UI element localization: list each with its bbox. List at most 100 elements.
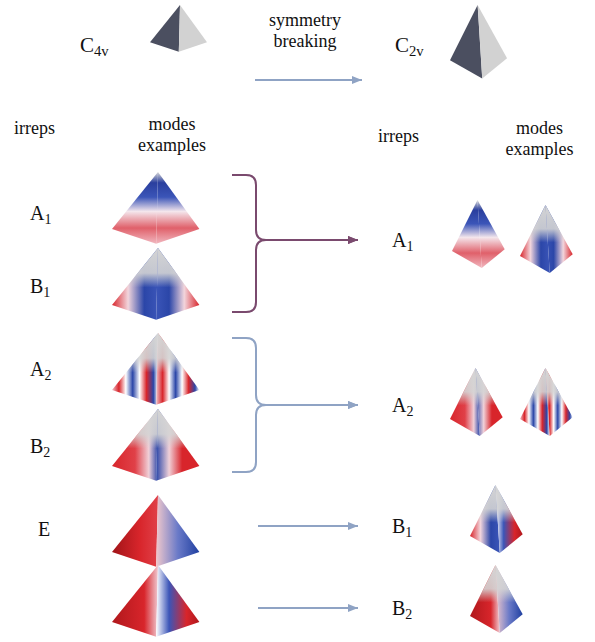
- illustration-shape: [546, 368, 573, 436]
- mode-e-first: [112, 495, 199, 567]
- irrep-node: B2: [20, 405, 232, 472]
- mode-c2v-a2-second: [520, 368, 573, 436]
- mode-c2v-b1: [470, 485, 523, 553]
- illustration-shape: [112, 409, 158, 481]
- illustration-shape: [476, 368, 503, 436]
- illustration-shape: [450, 5, 482, 79]
- irrep-node: B1: [20, 240, 232, 312]
- illustration-shape: [450, 368, 480, 436]
- irrep-node: B1: [358, 511, 418, 542]
- illustration-shape: [496, 485, 523, 553]
- subscript: 1: [43, 285, 50, 300]
- illustration-shape: [156, 333, 199, 405]
- bracket-arrow: [232, 338, 358, 405]
- symmetry-arrow: [255, 79, 362, 81]
- illustration-shape: [112, 248, 158, 320]
- subscript: 1: [406, 239, 413, 254]
- irrep-label: A2: [392, 394, 413, 417]
- irrep-label: A1: [392, 229, 413, 252]
- illustration-shape: [546, 205, 573, 273]
- illustration-shape: [156, 565, 199, 637]
- subscript: 1: [405, 525, 412, 540]
- mode-e-second: [112, 565, 199, 637]
- illustration-shape: [156, 333, 199, 405]
- illustration-shape: [520, 368, 550, 436]
- irrep-label: B1: [392, 515, 412, 538]
- illustration-shape: [496, 485, 523, 553]
- illustration-shape: [150, 5, 180, 52]
- mode-c2v-a2-first: [450, 368, 503, 436]
- irrep-label: B1: [30, 275, 50, 298]
- illustration-shape: [156, 495, 199, 567]
- illustration-shape: [452, 200, 482, 268]
- subscript: 2: [405, 607, 412, 622]
- illustration-shape: [112, 333, 158, 405]
- arrow-label: symmetry breaking: [245, 10, 365, 51]
- illustration-shape: [476, 368, 503, 436]
- illustration-shape: [112, 495, 158, 567]
- column-heading: modes examples: [122, 114, 222, 155]
- illustration-shape: [546, 368, 573, 436]
- group-label: C4v: [80, 33, 109, 57]
- mode-c2v-a1-first: [452, 200, 505, 268]
- illustration-shape: [520, 205, 550, 273]
- illustration-shape: [496, 565, 523, 633]
- column-heading: modes examples: [492, 118, 587, 159]
- illustration-shape: [112, 565, 158, 637]
- column-heading: irreps: [378, 126, 419, 147]
- bracket-arrow: [232, 175, 358, 240]
- subscript: 4v: [94, 43, 109, 59]
- illustration-shape: [156, 172, 199, 244]
- irrep-node: A2: [358, 390, 419, 421]
- bracket-arrow: [232, 405, 358, 472]
- illustration-shape: [478, 200, 505, 268]
- mode-a2: [112, 333, 199, 405]
- column-heading: irreps: [14, 118, 55, 139]
- illustration-shape: [156, 409, 199, 481]
- illustration-shape: [520, 368, 550, 436]
- c4v-pyramid-icon: [150, 5, 207, 52]
- subscript: 1: [44, 212, 51, 227]
- illustration-shape: [546, 205, 573, 273]
- illustration-shape: [179, 5, 207, 52]
- irrep-node: A2: [20, 338, 232, 405]
- illustration-shape: [112, 409, 158, 481]
- mode-a1: [112, 172, 199, 244]
- subscript: 2: [43, 445, 50, 460]
- bracket-arrow: [258, 525, 358, 527]
- bracket-arrow: [258, 607, 358, 609]
- subscript: 2v: [409, 43, 424, 59]
- c2v-pyramid-icon: [450, 5, 507, 79]
- mode-c2v-a1-second: [520, 205, 573, 273]
- illustration-shape: [470, 565, 500, 633]
- illustration-shape: [156, 409, 199, 481]
- illustration-shape: [450, 368, 480, 436]
- irrep-node: E: [20, 490, 258, 630]
- illustration-shape: [112, 333, 158, 405]
- subscript: 2: [406, 404, 413, 419]
- mode-b1: [112, 248, 199, 320]
- irrep-label: B2: [392, 597, 412, 620]
- irrep-node: B2: [358, 593, 418, 624]
- illustration-shape: [112, 248, 158, 320]
- irrep-label: A1: [30, 202, 51, 225]
- irrep-label: B2: [30, 435, 50, 458]
- mode-c2v-b2: [470, 565, 523, 633]
- irrep-label: E: [38, 518, 50, 541]
- group-label: C2v: [395, 33, 424, 57]
- illustration-shape: [470, 485, 500, 553]
- illustration-shape: [470, 485, 500, 553]
- subscript: 2: [44, 368, 51, 383]
- illustration-shape: [496, 565, 523, 633]
- bracket-arrow: [232, 240, 358, 312]
- illustration-shape: [112, 172, 158, 244]
- illustration-shape: [156, 248, 199, 320]
- mode-b2: [112, 409, 199, 481]
- irrep-label: A2: [30, 358, 51, 381]
- illustration-shape: [478, 5, 507, 79]
- illustration-shape: [470, 565, 500, 633]
- irrep-node: A1: [358, 225, 419, 256]
